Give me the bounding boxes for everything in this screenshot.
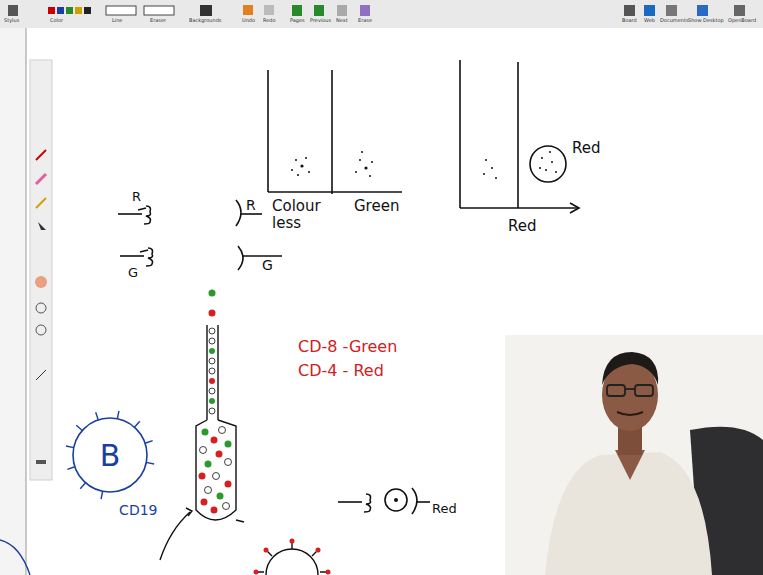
- histogram-2: [460, 60, 579, 213]
- toolbar-label: Web: [644, 18, 655, 24]
- toolbar-label: Board: [622, 18, 637, 24]
- antibody-symbols: [118, 200, 430, 514]
- labelled-cell: [256, 541, 328, 575]
- histogram-1: [268, 70, 402, 194]
- peak-label: Red: [572, 140, 601, 157]
- toolbar-label: Next: [336, 18, 348, 24]
- toolbar-band: [0, 0, 763, 28]
- marker-label: CD19: [119, 503, 157, 518]
- toolbar-label: Backgrounds: [189, 18, 221, 24]
- tool-icons: [35, 150, 47, 464]
- fluor-letter: G: [128, 266, 138, 280]
- label-marks: [254, 539, 331, 575]
- toolbar-icons: [8, 5, 745, 16]
- toolbar-label: Eraser: [150, 18, 166, 24]
- stained-cells: [199, 290, 232, 514]
- toolbar-label: Erase: [358, 18, 372, 24]
- axis-label: Red: [508, 218, 537, 235]
- tool-strip: [30, 60, 52, 480]
- fluor-letter: G: [262, 258, 273, 273]
- lecturer-photo: [505, 335, 763, 575]
- toolbar-label: Undo: [242, 18, 255, 24]
- marker-note: CD-8 -Green: [298, 338, 397, 356]
- toolbar-label: Color: [50, 18, 63, 24]
- flow-tube: [160, 325, 244, 560]
- toolbar-label: Documents: [660, 18, 689, 24]
- marker-note: CD-4 - Red: [298, 362, 384, 380]
- fluor-letter: R: [132, 190, 141, 204]
- toolbar-label: Redo: [263, 18, 276, 24]
- cell-label: B: [100, 439, 121, 472]
- side-panel: [0, 28, 26, 575]
- toolbar-label: Pages: [290, 18, 305, 24]
- fluor-letter: R: [246, 198, 256, 213]
- cell-circle: BCD19: [72, 417, 148, 493]
- axis-label: Colour less: [272, 198, 332, 231]
- cell-dots: [291, 151, 557, 179]
- toolbar-label: Line: [112, 18, 122, 24]
- toolbar-label: Previous: [310, 18, 331, 24]
- partial-cell: [0, 540, 30, 575]
- toolbar-label: OpenBoard: [728, 18, 756, 24]
- toolbar-label: Stylus: [4, 18, 19, 24]
- axis-label: Green: [354, 198, 399, 215]
- toolbar-label: Show Desktop: [688, 18, 724, 24]
- fluor-letter: Red: [432, 502, 457, 516]
